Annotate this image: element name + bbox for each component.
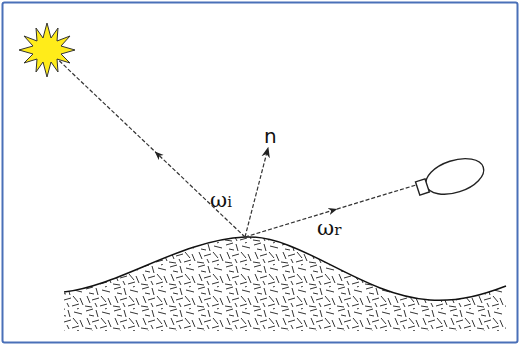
reflected-direction-label: ωr — [317, 218, 341, 239]
incident-direction-label: ωi — [210, 190, 232, 211]
normal-label: n — [264, 126, 277, 146]
